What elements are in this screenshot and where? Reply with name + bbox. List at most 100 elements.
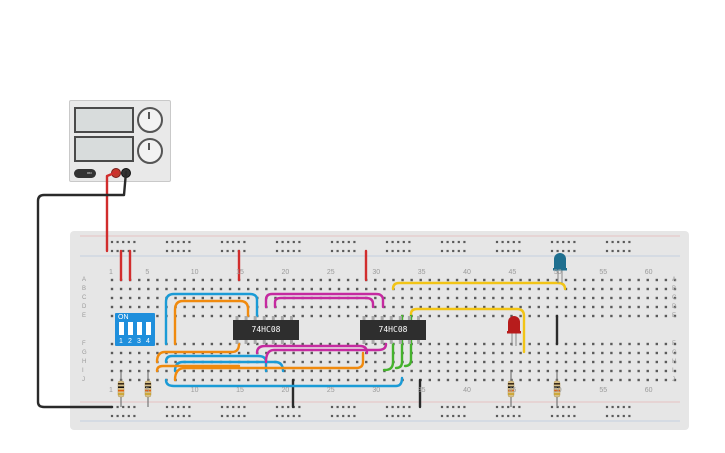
breadboard-hole bbox=[283, 360, 286, 364]
rail-hole bbox=[165, 249, 169, 253]
ic-pin bbox=[371, 340, 375, 344]
breadboard-hole bbox=[619, 314, 622, 318]
rail-hole bbox=[182, 249, 185, 253]
ic-pin bbox=[244, 340, 248, 344]
ic-chip-2[interactable]: 74HC08 bbox=[360, 320, 426, 340]
breadboard-hole bbox=[138, 369, 141, 373]
rail-hole bbox=[391, 414, 394, 418]
breadboard-hole bbox=[501, 305, 504, 309]
breadboard-hole bbox=[483, 351, 486, 355]
rail-hole bbox=[391, 249, 394, 253]
breadboard-hole bbox=[283, 342, 286, 346]
breadboard-hole bbox=[428, 360, 431, 364]
breadboard-hole bbox=[401, 278, 404, 282]
rail-hole bbox=[281, 414, 284, 418]
breadboard-hole bbox=[365, 305, 368, 309]
breadboard-hole bbox=[601, 378, 604, 382]
breadboard-hole bbox=[156, 342, 159, 346]
rail-hole bbox=[457, 249, 460, 253]
breadboard-hole bbox=[247, 378, 250, 382]
breadboard-hole bbox=[310, 351, 313, 355]
breadboard-hole bbox=[601, 360, 604, 364]
rail-hole bbox=[287, 405, 290, 409]
breadboard-hole bbox=[537, 351, 540, 355]
breadboard-hole bbox=[174, 296, 177, 300]
breadboard-hole bbox=[519, 314, 522, 318]
rail-hole bbox=[611, 414, 614, 418]
breadboard-hole bbox=[483, 378, 486, 382]
breadboard-hole bbox=[437, 296, 441, 300]
breadboard-hole bbox=[201, 278, 204, 282]
breadboard-hole bbox=[138, 360, 141, 364]
breadboard-hole bbox=[119, 296, 123, 300]
wire-output-red-led bbox=[409, 307, 526, 354]
rail-hole bbox=[567, 414, 570, 418]
current-knob[interactable] bbox=[137, 138, 163, 164]
breadboard-hole bbox=[573, 369, 577, 373]
breadboard-hole bbox=[156, 378, 159, 382]
power-supply[interactable]: ON bbox=[69, 100, 171, 182]
voltage-knob[interactable] bbox=[137, 107, 163, 133]
breadboard-hole bbox=[628, 305, 631, 309]
breadboard-hole bbox=[664, 278, 668, 282]
breadboard-hole bbox=[365, 369, 368, 373]
breadboard-hole bbox=[564, 378, 568, 382]
breadboard-hole bbox=[346, 278, 350, 282]
breadboard-hole bbox=[274, 287, 277, 291]
breadboard-hole bbox=[192, 305, 195, 309]
dip-switch-1[interactable] bbox=[119, 322, 124, 335]
breadboard-hole bbox=[156, 296, 159, 300]
led-blue bbox=[553, 253, 567, 283]
rail-hole bbox=[342, 240, 345, 244]
breadboard-hole bbox=[446, 314, 450, 318]
breadboard-hole bbox=[655, 342, 658, 346]
breadboard-hole bbox=[237, 369, 241, 373]
breadboard-hole bbox=[138, 278, 141, 282]
breadboard-hole bbox=[138, 296, 141, 300]
breadboard-hole bbox=[582, 360, 586, 364]
rail-hole bbox=[243, 240, 246, 244]
dip-switch[interactable]: ON 1 2 3 4 bbox=[115, 313, 155, 346]
breadboard-hole bbox=[573, 360, 577, 364]
rail-hole bbox=[452, 414, 455, 418]
rail-hole bbox=[243, 405, 246, 409]
dip-switch-3[interactable] bbox=[137, 322, 142, 335]
breadboard-hole bbox=[610, 278, 613, 282]
breadboard-hole bbox=[237, 296, 241, 300]
ic-chip-1[interactable]: 74HC08 bbox=[233, 320, 299, 340]
ic-pin bbox=[253, 340, 257, 344]
breadboard-hole bbox=[464, 378, 468, 382]
rail-hole bbox=[440, 405, 444, 409]
breadboard-hole bbox=[646, 351, 649, 355]
dip-switch-2[interactable] bbox=[128, 322, 133, 335]
breadboard-hole bbox=[392, 378, 395, 382]
breadboard-hole bbox=[555, 305, 559, 309]
breadboard-hole bbox=[483, 342, 486, 346]
breadboard-hole bbox=[283, 287, 286, 291]
breadboard-hole bbox=[455, 296, 459, 300]
breadboard-hole bbox=[546, 351, 550, 355]
breadboard-hole bbox=[201, 296, 204, 300]
rail-hole bbox=[275, 249, 279, 253]
rail-hole bbox=[617, 240, 620, 244]
dip-switch-4[interactable] bbox=[146, 322, 151, 335]
power-button[interactable]: ON bbox=[74, 169, 96, 178]
rail-hole bbox=[550, 405, 554, 409]
rail-hole bbox=[463, 405, 466, 409]
breadboard-hole bbox=[637, 360, 640, 364]
breadboard-hole bbox=[346, 351, 350, 355]
breadboard-hole bbox=[355, 305, 359, 309]
breadboard-hole bbox=[283, 378, 286, 382]
breadboard-hole bbox=[319, 287, 323, 291]
breadboard-hole bbox=[210, 378, 214, 382]
breadboard-hole bbox=[555, 351, 559, 355]
rail-hole bbox=[237, 405, 240, 409]
ic-pin bbox=[407, 340, 411, 344]
breadboard-hole bbox=[210, 278, 214, 282]
wire-green bbox=[394, 314, 404, 370]
breadboard-hole bbox=[183, 378, 186, 382]
rail-hole bbox=[408, 414, 411, 418]
breadboard-hole bbox=[582, 287, 586, 291]
rail-hole bbox=[507, 240, 510, 244]
